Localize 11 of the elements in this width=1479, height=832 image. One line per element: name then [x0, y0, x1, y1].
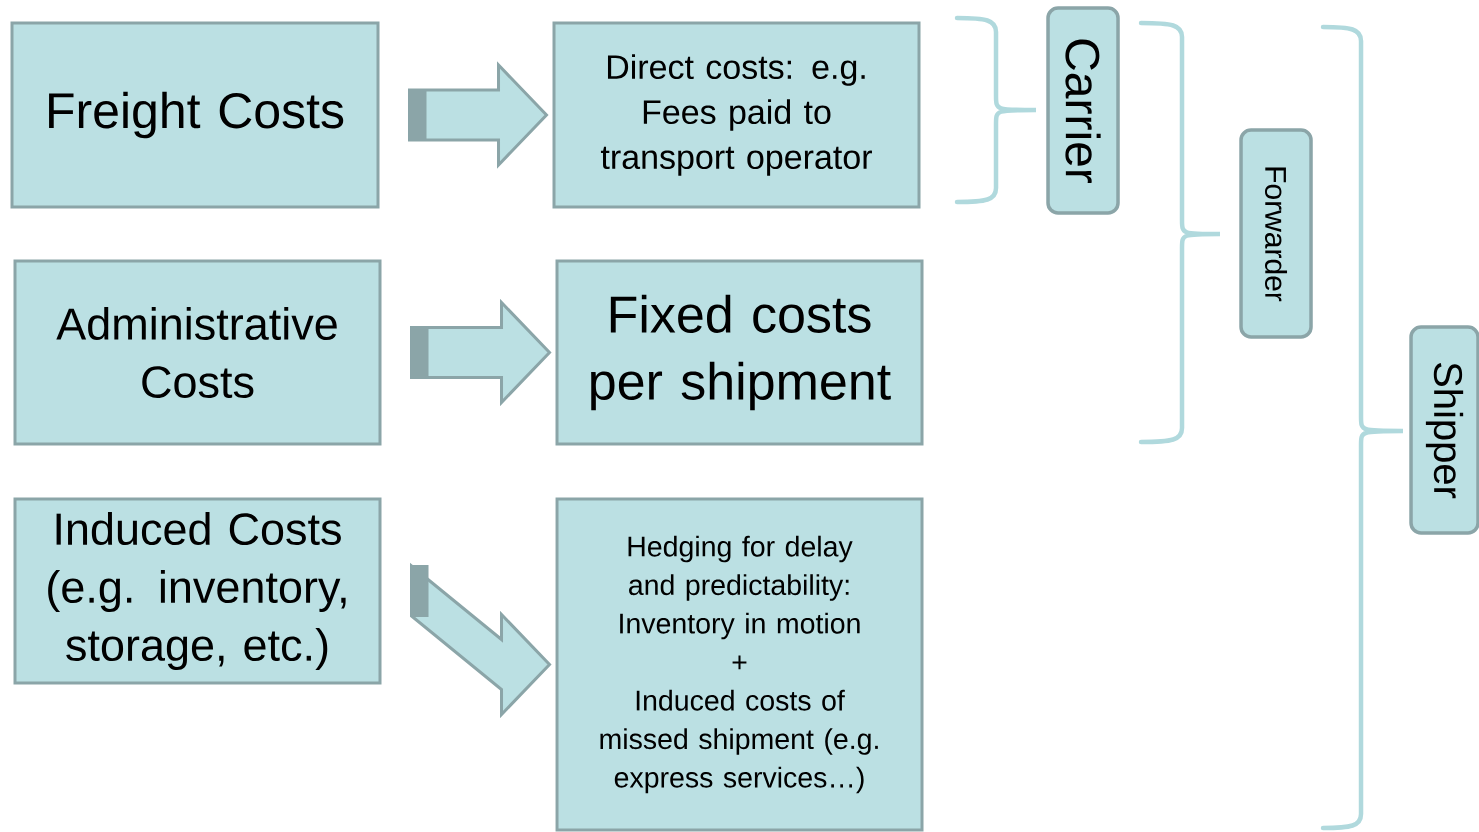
- block-arrow: [410, 298, 552, 407]
- cost-box: Direct costs: e.g. Fees paid to transport operator: [552, 21, 921, 209]
- cost-box: Administrative Costs: [13, 259, 382, 446]
- role-label: Forwarder: [1239, 128, 1313, 339]
- cost-box: Fixed costs per shipment: [555, 259, 924, 446]
- cost-box: Hedging for delay and predictability: Inventory in motion + Induced costs of missed shipment (e.g. express services…): [555, 497, 924, 832]
- cost-box: Induced Costs (e.g. inventory, storage, etc.): [13, 497, 382, 685]
- block-arrow: [408, 61, 549, 169]
- role-label: Carrier: [1046, 6, 1120, 215]
- role-label: Shipper: [1409, 325, 1479, 535]
- cost-box: Freight Costs: [10, 21, 380, 209]
